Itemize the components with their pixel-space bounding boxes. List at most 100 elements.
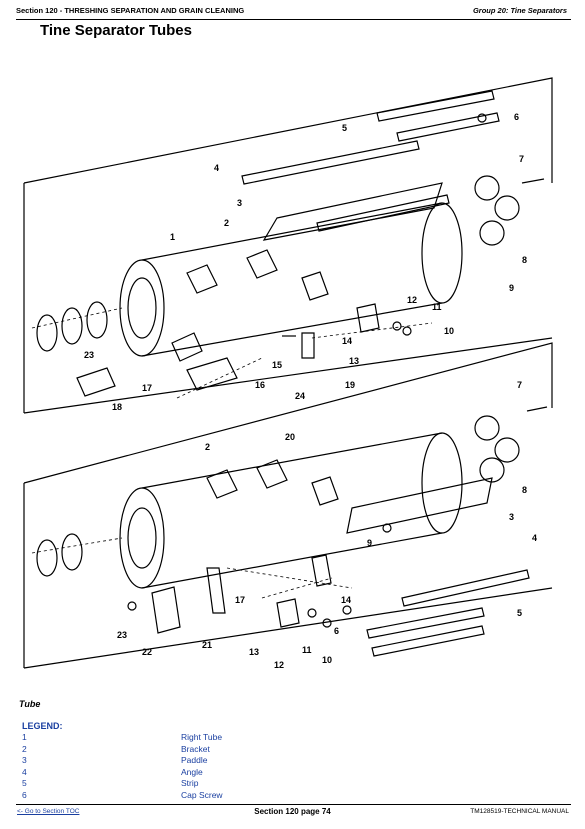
bottom-washer-23 [127,601,137,611]
go-to-section-toc-link[interactable]: <- Go to Section TOC [17,808,80,815]
top-tube-end [119,259,165,357]
top-nut-10 [402,326,412,336]
legend-item-number: 3 [22,755,27,765]
callout-top-8: 8 [522,255,527,265]
top-panel-outline [23,77,553,184]
footer-rule [16,804,571,805]
legend-item: 4 Angle [22,767,422,779]
legend-item-number: 2 [22,743,27,754]
callout-bottom-8: 8 [522,485,527,495]
callout-top-9: 9 [509,283,514,293]
bottom-bracket-a [206,469,238,499]
bottom-paddle-plate [346,477,493,534]
page-number: Section 120 page 74 [254,807,331,816]
legend-item-number: 1 [22,732,27,742]
bottom-tube-top-edge [141,432,443,489]
callout-top-1: 1 [170,232,175,242]
top-paddle-a [171,332,203,362]
callout-bottom-21: 21 [202,640,212,650]
top-leader-a [311,322,433,339]
bottom-nut-10 [322,618,332,628]
callout-bottom-20: 20 [285,432,295,442]
callout-bottom-13: 13 [249,647,259,657]
callout-top-13: 13 [349,356,359,366]
bottom-panel-bottom-edge [23,587,553,669]
top-hub-b [494,195,520,221]
bottom-bracket-c [311,476,339,506]
top-bracket-a [186,264,218,294]
callout-top-15: 15 [272,360,282,370]
legend-item: 6 Cap Screw [22,790,422,802]
callout-top-12: 12 [407,295,417,305]
top-flange-b [61,307,83,345]
callout-top-23: 23 [84,350,94,360]
bottom-hub-c [479,457,505,483]
callout-top-17: 17 [142,383,152,393]
top-strip-a [376,90,495,122]
bottom-tube-end [119,487,165,589]
callout-bottom-11: 11 [302,645,312,655]
top-strip-b [396,112,500,142]
bottom-bracket-b [256,459,288,489]
legend-item-number: 4 [22,766,27,777]
bottom-plate-12 [276,598,300,628]
bottom-washer-11 [307,608,317,618]
legend-title: LEGEND: [22,721,63,731]
callout-top-4: 4 [214,163,219,173]
callout-top-6: 6 [514,112,519,122]
legend-item-desc: Cap Screw [181,789,223,800]
page-header: Section 120 - THRESHING SEPARATION AND G… [0,4,585,20]
top-bracket-c [301,271,329,301]
legend-item-desc: Right Tube [181,732,223,742]
legend-item-number: 6 [22,789,27,800]
top-tube-far-end [421,202,463,304]
callout-top-2: 2 [224,218,229,228]
callout-bottom-22: 22 [142,647,152,657]
top-bracket-18 [76,367,116,397]
diagram-subtitle: Tube [19,699,41,709]
callout-bottom-24: 24 [295,391,305,401]
legend-item-desc: Bracket [181,743,210,754]
bottom-leader-c [261,577,333,599]
bottom-flange-b [61,533,83,571]
bottom-tube-bottom-edge [141,532,443,589]
bottom-strip-b [371,625,485,657]
callout-bottom-17: 17 [235,595,245,605]
section-title: Section 120 - THRESHING SEPARATION AND G… [16,6,245,15]
header-rule [16,19,571,20]
bottom-strip-a [366,607,485,639]
legend-item-number: 5 [22,778,27,788]
callout-top-19: 19 [345,380,355,390]
callout-top-18: 18 [112,402,122,412]
top-tube-end-inner [127,277,157,339]
top-flange-c [86,301,108,339]
bottom-tube-far-end [421,432,463,534]
callout-bottom-9: 9 [367,538,372,548]
top-panel-bottom-edge [23,337,553,414]
manual-id: TM128519-TECHNICAL MANUAL [470,808,569,815]
top-flange-a [36,314,58,352]
top-leader-c [176,357,263,399]
top-angle [241,140,420,185]
callout-bottom-14: 14 [341,595,351,605]
bottom-nut-9 [382,523,392,533]
callout-top-14: 14 [342,336,352,346]
callout-top-10: 10 [444,326,454,336]
bottom-screw-6 [342,605,352,615]
legend-list: 1 Right Tube 2 Bracket 3 Paddle 4 Angle … [22,732,422,801]
top-plate-16 [186,357,238,391]
top-angle-14 [301,332,315,359]
legend-item: 3 Paddle [22,755,422,767]
bottom-hub-a [474,415,500,441]
group-title: Group 20: Tine Separators [472,6,567,15]
top-plate-12 [356,303,380,333]
exploded-parts-diagram: 1 2 3 4 5 6 7 8 9 10 11 12 13 14 15 16 1… [12,58,572,688]
callout-bottom-12: 12 [274,660,284,670]
page-title: Tine Separator Tubes [40,22,192,39]
top-hub-c [479,220,505,246]
top-paddle-plate [262,182,443,241]
top-tube-top-edge [141,202,443,261]
bottom-leader-a [226,567,353,589]
bottom-angle-14 [311,554,332,587]
legend-item: 5 Strip [22,778,422,790]
